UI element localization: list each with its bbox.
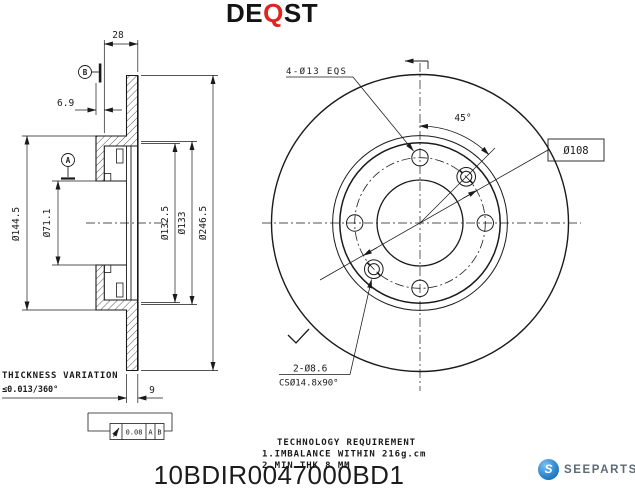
thickness-note-line1: THICKNESS VARIATION [2,371,118,381]
bolt-circle-dia-box [547,138,605,162]
front-view [262,58,605,391]
section-lower-half [95,264,139,372]
seeparts-wordmark: SEEPARTS [564,463,635,476]
bolt-holes-label: 4-Ø13 EQS [286,66,347,77]
dim-hat-height: 28 [112,30,124,41]
side-view-dimensions [2,40,218,403]
thickness-note-line2: ≤0.013/360° [2,385,58,395]
countersink-hole-ne [456,167,477,187]
tech-notes-title: TECHNOLOGY REQUIREMENT [277,438,416,448]
screw-holes-label: 2-Ø8.6 [293,364,328,375]
countersink-hole-sw [364,259,384,280]
tech-notes-item1: 1.IMBALANCE WITHIN 216g.cm [262,450,426,460]
deqst-logo-st: ST [283,0,319,28]
bolt-hole-right [476,214,494,232]
runout-icon [112,427,120,437]
dim-pilot-depth: 6.9 [57,98,74,109]
bolt-circle-dia-label: Ø108 [563,145,588,157]
deqst-logo-q-icon: Q [263,0,284,28]
datum-a-symbol [61,153,75,180]
datum-a-label: A [66,156,71,165]
dim-braking-inner: Ø132.5 [160,206,171,240]
section-upper-half [95,74,139,182]
dim-center-bore: Ø71.1 [42,208,53,237]
surface-finish-icon [287,328,310,344]
deqst-logo-de: DE [226,0,264,28]
angle-label: 45° [454,113,471,124]
tech-notes-item2: 2.MIN THK 8 MM [262,461,350,471]
section-arrow-icon [404,58,429,69]
runout-tolerance: 0.08 [126,429,143,437]
datum-b-symbol [78,65,99,79]
dim-hub-od: Ø133 [177,212,188,235]
runout-frame [87,412,173,440]
bolt-hole-left [346,214,364,232]
deqst-logo: DEQST [226,0,416,28]
countersink-label: CSØ14.8x90° [279,378,339,389]
stud-pin [98,63,102,83]
side-section-view [86,63,168,372]
dim-disc-od: Ø246.5 [198,206,209,240]
dim-thickness: 9 [149,385,155,396]
datum-b-label: B [83,68,88,77]
seeparts-logo: S SEEPARTS [538,459,635,480]
runout-datum-2: B [157,429,161,437]
runout-datum-1: A [148,429,153,437]
part-number: 10BDIR0047000BD1 [153,460,405,490]
seeparts-logo-icon: S [538,459,559,480]
dim-flange-od: Ø144.5 [11,207,22,241]
